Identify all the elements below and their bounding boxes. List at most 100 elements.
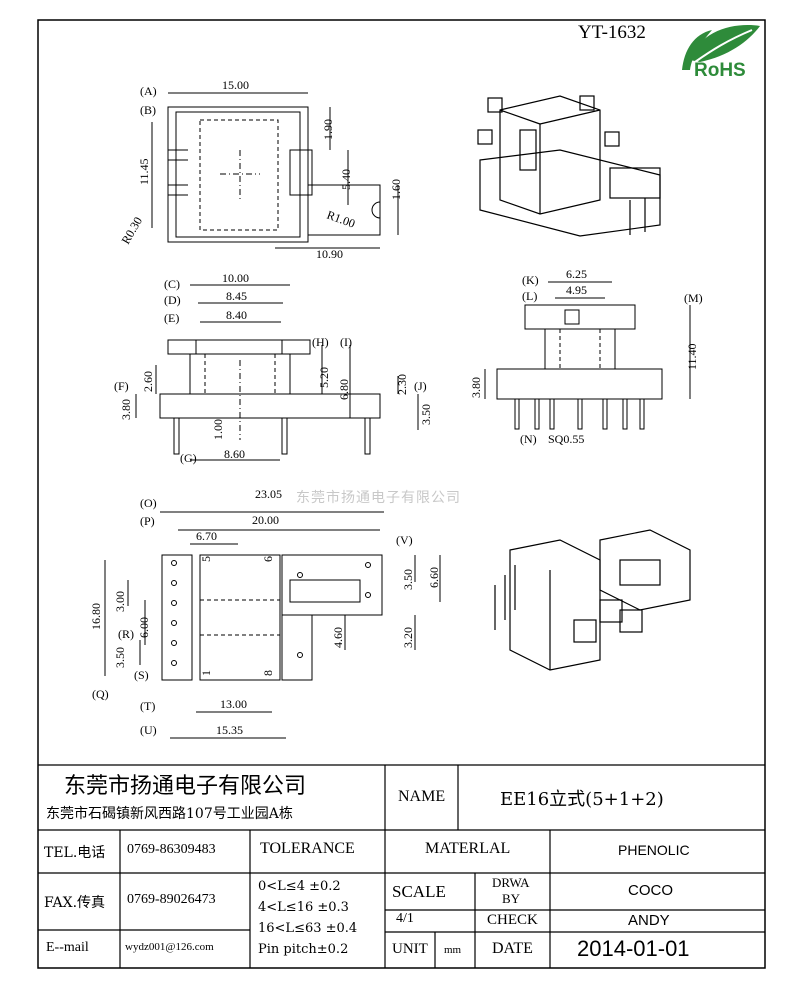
dim-label-r: (R) (118, 627, 134, 641)
date-value: 2014-01-01 (577, 936, 690, 961)
tolerance-label: TOLERANCE (260, 840, 355, 857)
company-name: 东莞市扬通电子有限公司 (64, 774, 307, 799)
email-value: wydz001@126.com (125, 941, 214, 953)
dim-2-60: 2.60 (141, 371, 155, 392)
dim-23-05: 23.05 (255, 487, 282, 501)
dim-10-90: 10.90 (316, 247, 343, 261)
dim-label-b: (B) (140, 103, 156, 117)
top-view (151, 92, 399, 249)
tolerance-line-3: 16<L≤63 ±0.4 (258, 921, 358, 936)
dim-label-j: (J) (414, 379, 427, 393)
fax-label: FAX.传真 (44, 895, 106, 911)
sheet-border (37, 19, 766, 969)
dim-10-00: 10.00 (222, 271, 249, 285)
rohs-text: RoHS (694, 60, 746, 81)
bottom-view (104, 511, 441, 739)
dim-label-e: (E) (164, 311, 179, 325)
dim-15-00: 15.00 (222, 78, 249, 92)
side-view-labels: (K) (L) (M) (N) 6.25 4.95 11.40 3.80 SQ0… (469, 267, 703, 446)
dim-label-i: (I) (340, 335, 352, 349)
dim-label-t: (T) (140, 699, 155, 713)
dim-3-50a: 3.50 (113, 647, 127, 668)
company-address: 东莞市石碣镇新风西路107号工业园A栋 (46, 806, 293, 822)
dim-label-o: (O) (140, 496, 157, 510)
part-number: YT-1632 (578, 22, 646, 43)
dim-4-60: 4.60 (331, 627, 345, 648)
unit-value: mm (444, 944, 462, 956)
dim-label-k: (K) (522, 273, 539, 287)
tolerance-line-1: 0<L≤4 ±0.2 (258, 879, 341, 894)
dim-5-40: 5.40 (339, 169, 353, 190)
dim-1-90: 1.90 (321, 119, 335, 140)
dim-11-40: 11.40 (685, 343, 699, 370)
scale-label: SCALE (392, 882, 446, 901)
dim-6-25: 6.25 (566, 267, 587, 281)
dim-3-00: 3.00 (113, 591, 127, 612)
dim-label-d: (D) (164, 293, 181, 307)
title-block-grid (38, 764, 765, 968)
dim-r0-30: R0.30 (118, 214, 145, 246)
watermark: 东莞市扬通电子有限公司 (296, 489, 461, 506)
rohs-logo: RoHS (682, 25, 760, 81)
dim-3-50b: 3.50 (401, 569, 415, 590)
unit-label: UNIT (392, 941, 428, 957)
dim-label-f: (F) (114, 379, 129, 393)
fax-value: 0769-89026473 (127, 892, 216, 907)
dim-1-00: 1.00 (211, 419, 225, 440)
dim-5-20: 5.20 (317, 367, 331, 388)
dim-label-n: (N) (520, 432, 537, 446)
drwa-label-2: BY (502, 891, 521, 906)
material-label: MATERLAL (425, 840, 511, 857)
top-view-labels: (A) (B) 15.00 11.45 1.90 5.40 1.60 R1.00… (118, 78, 403, 261)
dim-label-a: (A) (140, 84, 157, 98)
dim-15-35: 15.35 (216, 723, 243, 737)
dim-label-h: (H) (312, 335, 329, 349)
dim-13-00: 13.00 (220, 697, 247, 711)
drwa-label-1: DRWA (492, 875, 530, 890)
bottom-view-labels: (O) (P) (Q) (R) (S) (T) (U) (V) 23.05 20… (89, 487, 441, 737)
check-value: ANDY (628, 912, 670, 929)
dim-label-g: (G) (180, 451, 197, 465)
dim-6-80: 6.80 (337, 379, 351, 400)
tolerance-line-2: 4<L≤16 ±0.3 (258, 900, 349, 915)
iso-view-top (477, 95, 661, 237)
pin-number-8: 8 (261, 670, 275, 676)
dim-6-60: 6.60 (427, 567, 441, 588)
dim-6-00: 6.00 (137, 617, 151, 638)
front-view (135, 284, 419, 461)
dim-3-80b: 3.80 (469, 377, 483, 398)
dim-sq0-55: SQ0.55 (548, 432, 584, 446)
scale-value: 4/1 (396, 911, 414, 926)
check-label: CHECK (487, 912, 538, 928)
dim-4-95: 4.95 (566, 283, 587, 297)
dim-label-s: (S) (134, 668, 149, 682)
tolerance-line-4: Pin pitch±0.2 (258, 942, 349, 957)
dim-label-q: (Q) (92, 687, 109, 701)
dim-3-80a: 3.80 (119, 399, 133, 420)
dim-20-00: 20.00 (252, 513, 279, 527)
drwa-value: COCO (628, 882, 673, 899)
email-label: E--mail (46, 940, 89, 955)
dim-label-c: (C) (164, 277, 180, 291)
material-value: PHENOLIC (618, 842, 690, 858)
pin-number-6: 6 (261, 556, 275, 562)
dim-8-40: 8.40 (226, 308, 247, 322)
date-label: DATE (492, 940, 533, 957)
dim-label-m: (M) (684, 291, 703, 305)
dim-label-u: (U) (140, 723, 157, 737)
dim-16-80: 16.80 (89, 603, 103, 630)
dim-6-70: 6.70 (196, 529, 217, 543)
dim-label-p: (P) (140, 514, 155, 528)
pin-number-1: 1 (199, 670, 213, 676)
dim-3-50: 3.50 (419, 404, 433, 425)
dim-8-60: 8.60 (224, 447, 245, 461)
dim-r1-00: R1.00 (325, 208, 357, 231)
iso-view-bottom (494, 529, 691, 671)
dim-3-20: 3.20 (401, 627, 415, 648)
side-view (484, 281, 691, 430)
dim-label-l: (L) (522, 289, 537, 303)
dim-1-60: 1.60 (389, 179, 403, 200)
name-value: EE16立式(5+1+2) (500, 789, 664, 810)
dim-8-45: 8.45 (226, 289, 247, 303)
